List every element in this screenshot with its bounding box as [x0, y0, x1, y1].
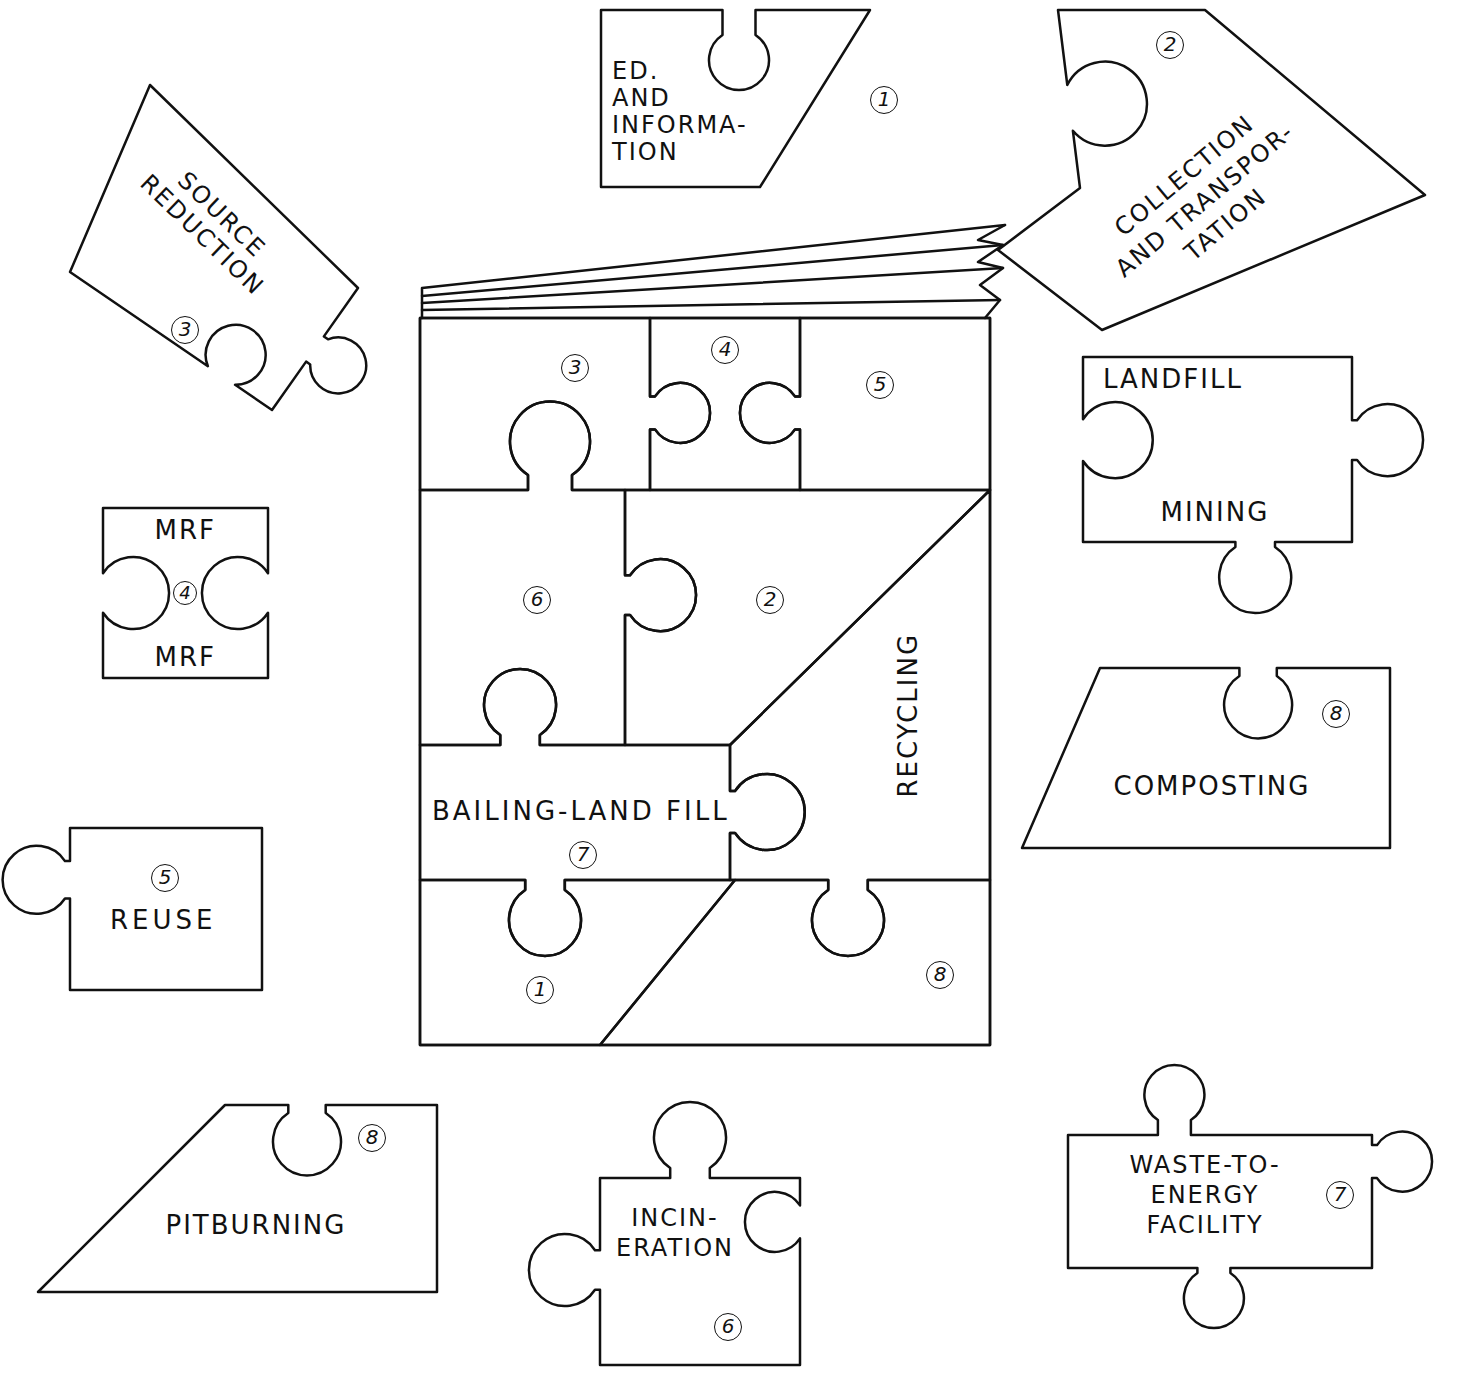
puzzle-piece: SOURCE REDUCTION 3: [0, 5, 438, 490]
piece-label: MRF: [155, 514, 216, 547]
puzzle-piece: 4: [570, 238, 880, 570]
puzzle-piece: 6: [340, 410, 705, 825]
callout-number: 1: [526, 976, 554, 1004]
piece-shape: [570, 238, 880, 570]
piece-label: REUSE: [110, 904, 216, 937]
callout-number: 7: [569, 841, 597, 869]
callout-number: 5: [866, 371, 894, 399]
callout-number: 6: [523, 586, 551, 614]
piece-outline: [38, 1105, 437, 1292]
puzzle-piece: REUSE 5: [0, 748, 342, 1070]
piece-shape: [720, 238, 1070, 570]
piece-outline: [529, 1102, 800, 1365]
piece-outline: [70, 85, 366, 410]
piece-label: BAILING-LAND FILL: [432, 795, 730, 828]
callout-number: 8: [358, 1124, 386, 1152]
callout-number: 3: [561, 354, 589, 382]
piece-outline: [420, 880, 735, 1045]
piece-outline: [3, 828, 262, 990]
puzzle-piece: 5: [720, 238, 1070, 570]
callout-number: 1: [870, 86, 898, 114]
callout-number: 2: [756, 586, 784, 614]
piece-outline: [103, 508, 268, 678]
page-edge: [978, 225, 1005, 318]
callout-number: 3: [171, 316, 199, 344]
piece-label: LANDFILL: [1103, 363, 1243, 396]
piece-label: ED. AND INFORMA- TION: [612, 58, 772, 166]
piece-shape: [942, 588, 1462, 928]
piece-outline: [600, 880, 990, 1045]
piece-outline: [1083, 357, 1423, 613]
piece-label: PITBURNING: [166, 1209, 347, 1242]
callout-number: 4: [711, 336, 739, 364]
puzzle-piece: RECYCLING: [650, 410, 1070, 960]
callout-number: 7: [1326, 1181, 1354, 1209]
piece-label: COLLECTION AND TRANSPOR- TATION: [1084, 87, 1326, 312]
puzzle-piece: COMPOSTING 8: [942, 588, 1462, 928]
piece-label: MINING: [1161, 496, 1270, 529]
callout-number: 5: [151, 864, 179, 892]
puzzle-piece: WASTE-TO- ENERGY FACILITY7: [988, 1055, 1452, 1348]
piece-outline: [1068, 1065, 1432, 1328]
piece-outline: [420, 669, 805, 956]
piece-outline: [625, 490, 990, 745]
piece-label: MRF: [155, 641, 216, 674]
book-page: [422, 245, 1003, 296]
piece-outline: [740, 318, 990, 490]
piece-outline: [420, 402, 696, 745]
piece-outline: [730, 490, 990, 956]
book-page: [422, 225, 1005, 318]
piece-outline: [998, 10, 1425, 330]
piece-shape: [650, 410, 1070, 960]
piece-label: RECYCLING: [892, 632, 925, 797]
puzzle-piece: LANDFILL MINING: [1003, 277, 1432, 622]
piece-label: WASTE-TO- ENERGY FACILITY: [1090, 1150, 1320, 1240]
book-page: [422, 268, 1003, 303]
piece-outline: [601, 10, 870, 187]
piece-shape: [340, 410, 705, 825]
callout-number: 6: [714, 1313, 742, 1341]
puzzle-piece: ED. AND INFORMA- TION 1: [521, 0, 950, 267]
puzzle-piece: MRF4MRF: [23, 428, 348, 758]
callout-number: 4: [173, 581, 197, 605]
puzzle-piece: 8: [520, 800, 1070, 1125]
piece-outline: [1022, 668, 1390, 848]
board-frame: [420, 318, 990, 1045]
callout-number: 8: [1322, 700, 1350, 728]
callout-number: 2: [1156, 31, 1184, 59]
piece-shape: [1003, 277, 1432, 622]
book-page: [422, 300, 1000, 310]
piece-shape: [0, 1025, 517, 1372]
piece-shape: [520, 800, 1070, 1125]
callout-number: 8: [926, 961, 954, 989]
puzzle-piece: PITBURNING 8: [0, 1025, 517, 1372]
puzzle-piece: COLLECTION AND TRANSPOR- TATION 2: [918, 0, 1462, 410]
piece-outline: [650, 318, 800, 490]
puzzle-piece: INCIN- ERATION 6: [520, 1098, 880, 1379]
piece-label: COMPOSTING: [1114, 770, 1311, 803]
piece-label: INCIN- ERATION: [595, 1203, 755, 1263]
piece-label: SOURCE REDUCTION: [124, 139, 300, 311]
puzzle-piece: BAILING-LAND FILL 7: [340, 665, 810, 960]
